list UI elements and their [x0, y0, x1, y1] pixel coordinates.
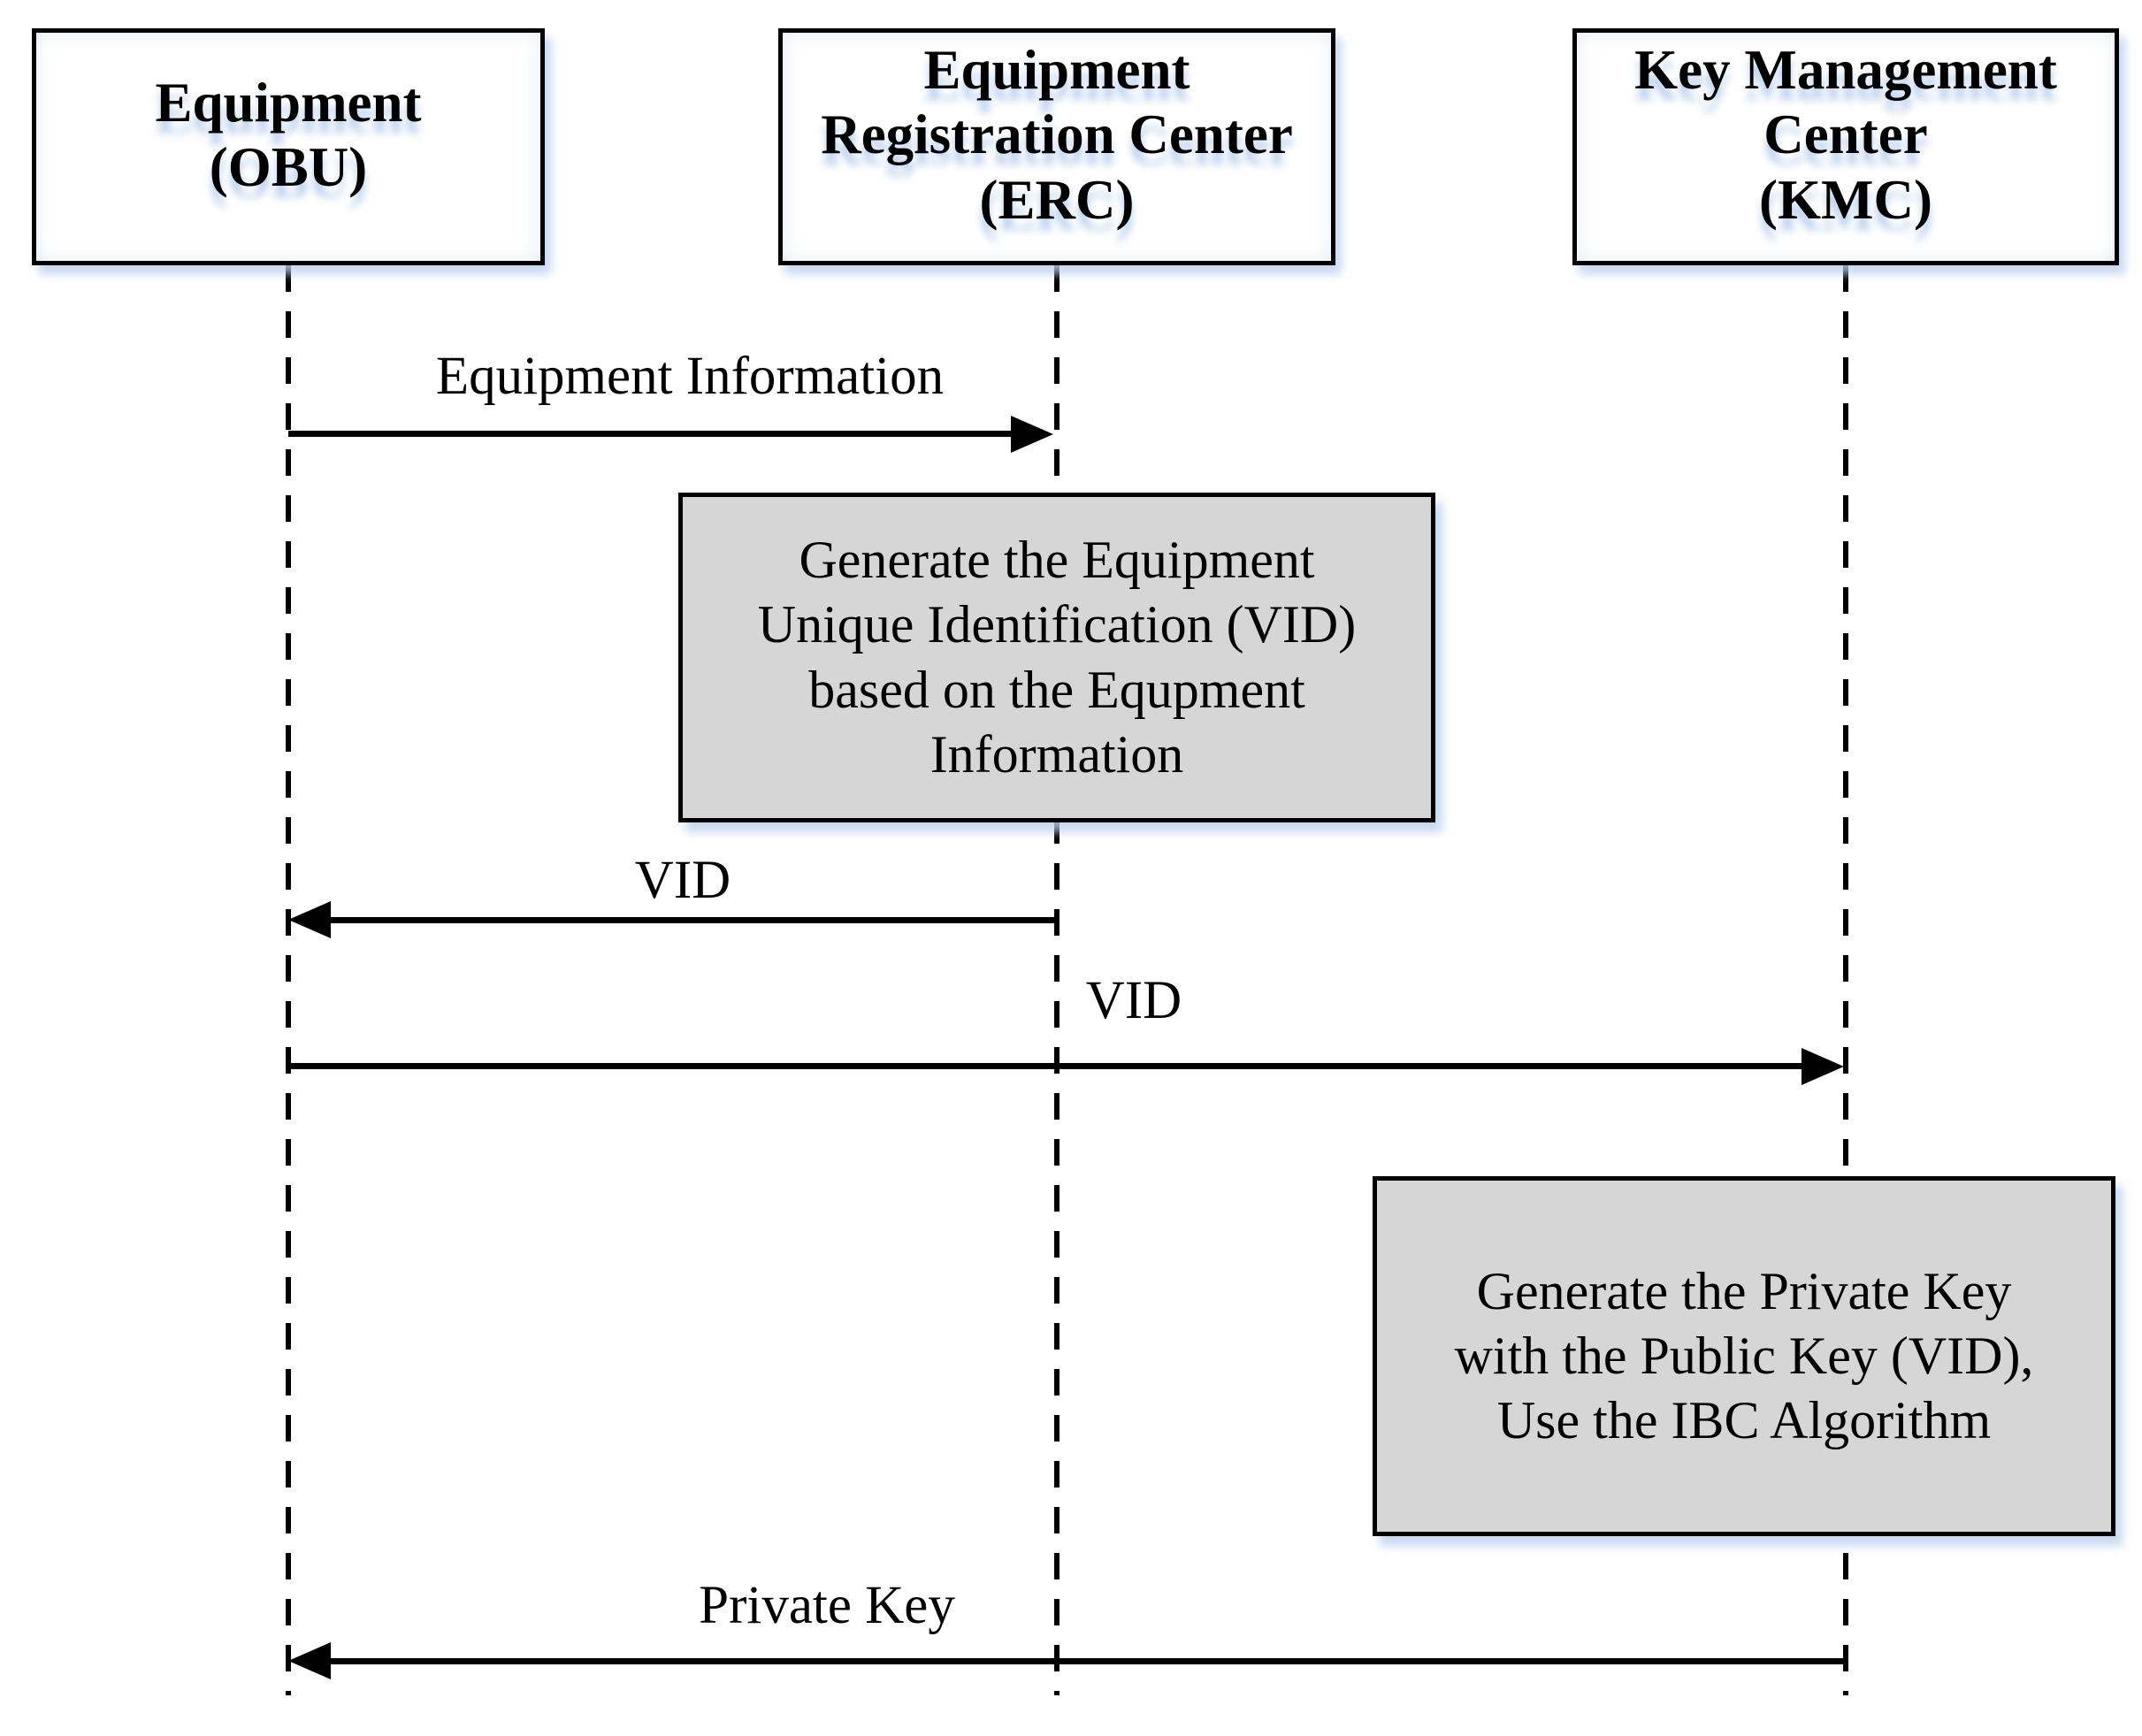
process1-line2: Unique Identification (VID) — [757, 595, 1357, 654]
actor-obu-line1: Equipment — [155, 71, 422, 134]
actor-erc-line3: (ERC) — [979, 168, 1135, 231]
lifeline-kmc — [1843, 265, 1848, 1695]
actor-box-equipment-obu: Equipment (OBU) — [32, 28, 545, 265]
process-box-generate-private-key: Generate the Private Key with the Public… — [1373, 1176, 2115, 1536]
process2-line1: Generate the Private Key — [1476, 1261, 2012, 1320]
process-generate-private-key-text: Generate the Private Key with the Public… — [1455, 1259, 2034, 1454]
message-label-equipment-information: Equipment Information — [435, 347, 945, 406]
process-generate-vid-text: Generate the Equipment Unique Identifica… — [758, 528, 1356, 787]
arrow-private-key — [328, 1658, 1846, 1664]
process1-line4: Information — [929, 724, 1184, 784]
lifeline-erc — [1054, 265, 1060, 1695]
actor-box-key-management-center-kmc: Key Management Center (KMC) — [1572, 28, 2119, 265]
arrowhead-right-icon — [1011, 416, 1053, 453]
process1-line1: Generate the Equipment — [799, 531, 1315, 590]
process2-line3: Use the IBC Algorithm — [1496, 1391, 1992, 1450]
actor-kmc-line1: Key Management — [1634, 39, 2057, 102]
message-label-vid-to-kmc: VID — [1085, 971, 1182, 1030]
lifeline-obu — [286, 265, 291, 1695]
actor-kmc-line3: (KMC) — [1759, 168, 1932, 231]
arrow-vid-to-obu — [328, 917, 1057, 923]
process1-line3: based on the Equpment — [808, 660, 1305, 719]
process2-line2: with the Public Key (VID), — [1454, 1326, 2034, 1385]
arrow-vid-to-kmc — [288, 1063, 1804, 1069]
arrowhead-right-icon — [1802, 1048, 1844, 1085]
actor-erc-line1: Equipment — [923, 39, 1190, 102]
actor-kmc-line2: Center — [1763, 103, 1928, 166]
actor-erc-line2: Registration Center — [821, 103, 1293, 166]
arrowhead-left-icon — [288, 901, 331, 938]
message-label-private-key: Private Key — [699, 1576, 955, 1635]
arrowhead-left-icon — [288, 1642, 331, 1679]
arrow-equipment-information — [288, 431, 1015, 437]
message-label-vid-to-obu: VID — [634, 851, 731, 910]
process-box-generate-vid: Generate the Equipment Unique Identifica… — [678, 493, 1435, 822]
actor-obu-line2: (OBU) — [209, 136, 368, 198]
actor-box-registration-center-erc: Equipment Registration Center (ERC) — [778, 28, 1335, 265]
